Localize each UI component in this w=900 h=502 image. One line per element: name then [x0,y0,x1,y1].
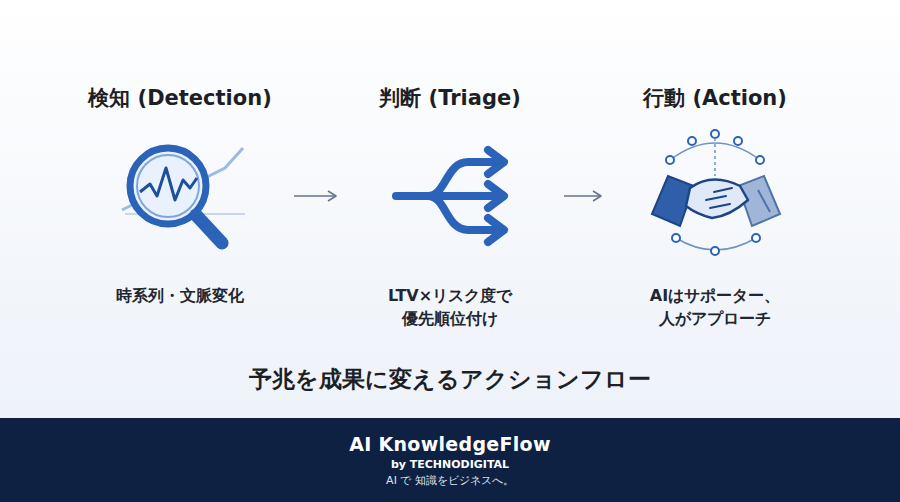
brand-name: AI KnowledgeFlow [349,432,551,456]
stage-column: 判断 (Triage) LTV×リスク度で 優先順位付け [340,84,560,344]
stage-description: LTV×リスク度で 優先順位付け [365,284,535,330]
lens-rim [137,155,199,217]
detection-icon [122,148,245,243]
stage-heading: 行動 (Action) [605,84,825,112]
stage-heading: 判断 (Triage) [340,84,560,112]
triage-icon [396,150,504,242]
signal-line [140,168,197,200]
arrow-head-down [488,218,504,242]
flow-arrow [294,195,336,197]
footer-band: AI KnowledgeFlowby TECHNODIGITALAI で 知識を… [0,418,900,502]
split-branch-up [428,162,494,196]
flow-caption: 予兆を成果に変えるアクションフロー [0,364,900,395]
stage-column: 行動 (Action) AIはサポーター、 人がアプローチ [605,84,825,344]
stage-column: 検知 (Detection) 時系列・文脈変化 [70,84,290,344]
clasped-hands [686,179,748,218]
arrow-head-mid [488,184,504,208]
flow-arrow [564,195,601,197]
brand-tagline: AI で 知識をビジネスへ。 [386,473,514,489]
split-branch-mid [446,192,494,200]
stage-description: 時系列・文脈変化 [95,284,265,307]
magnifier-handle [196,215,222,243]
robot-joint [758,190,770,212]
stage-heading: 検知 (Detection) [70,84,290,112]
network-link [714,138,716,176]
arrow-head-up [488,150,504,174]
split-branch-down [428,196,494,230]
brand-owner: by TECHNODIGITAL [391,456,509,473]
finger-lines [706,188,732,208]
stage-description: AIはサポーター、 人がアプローチ [630,284,800,330]
action-icon [652,130,780,255]
